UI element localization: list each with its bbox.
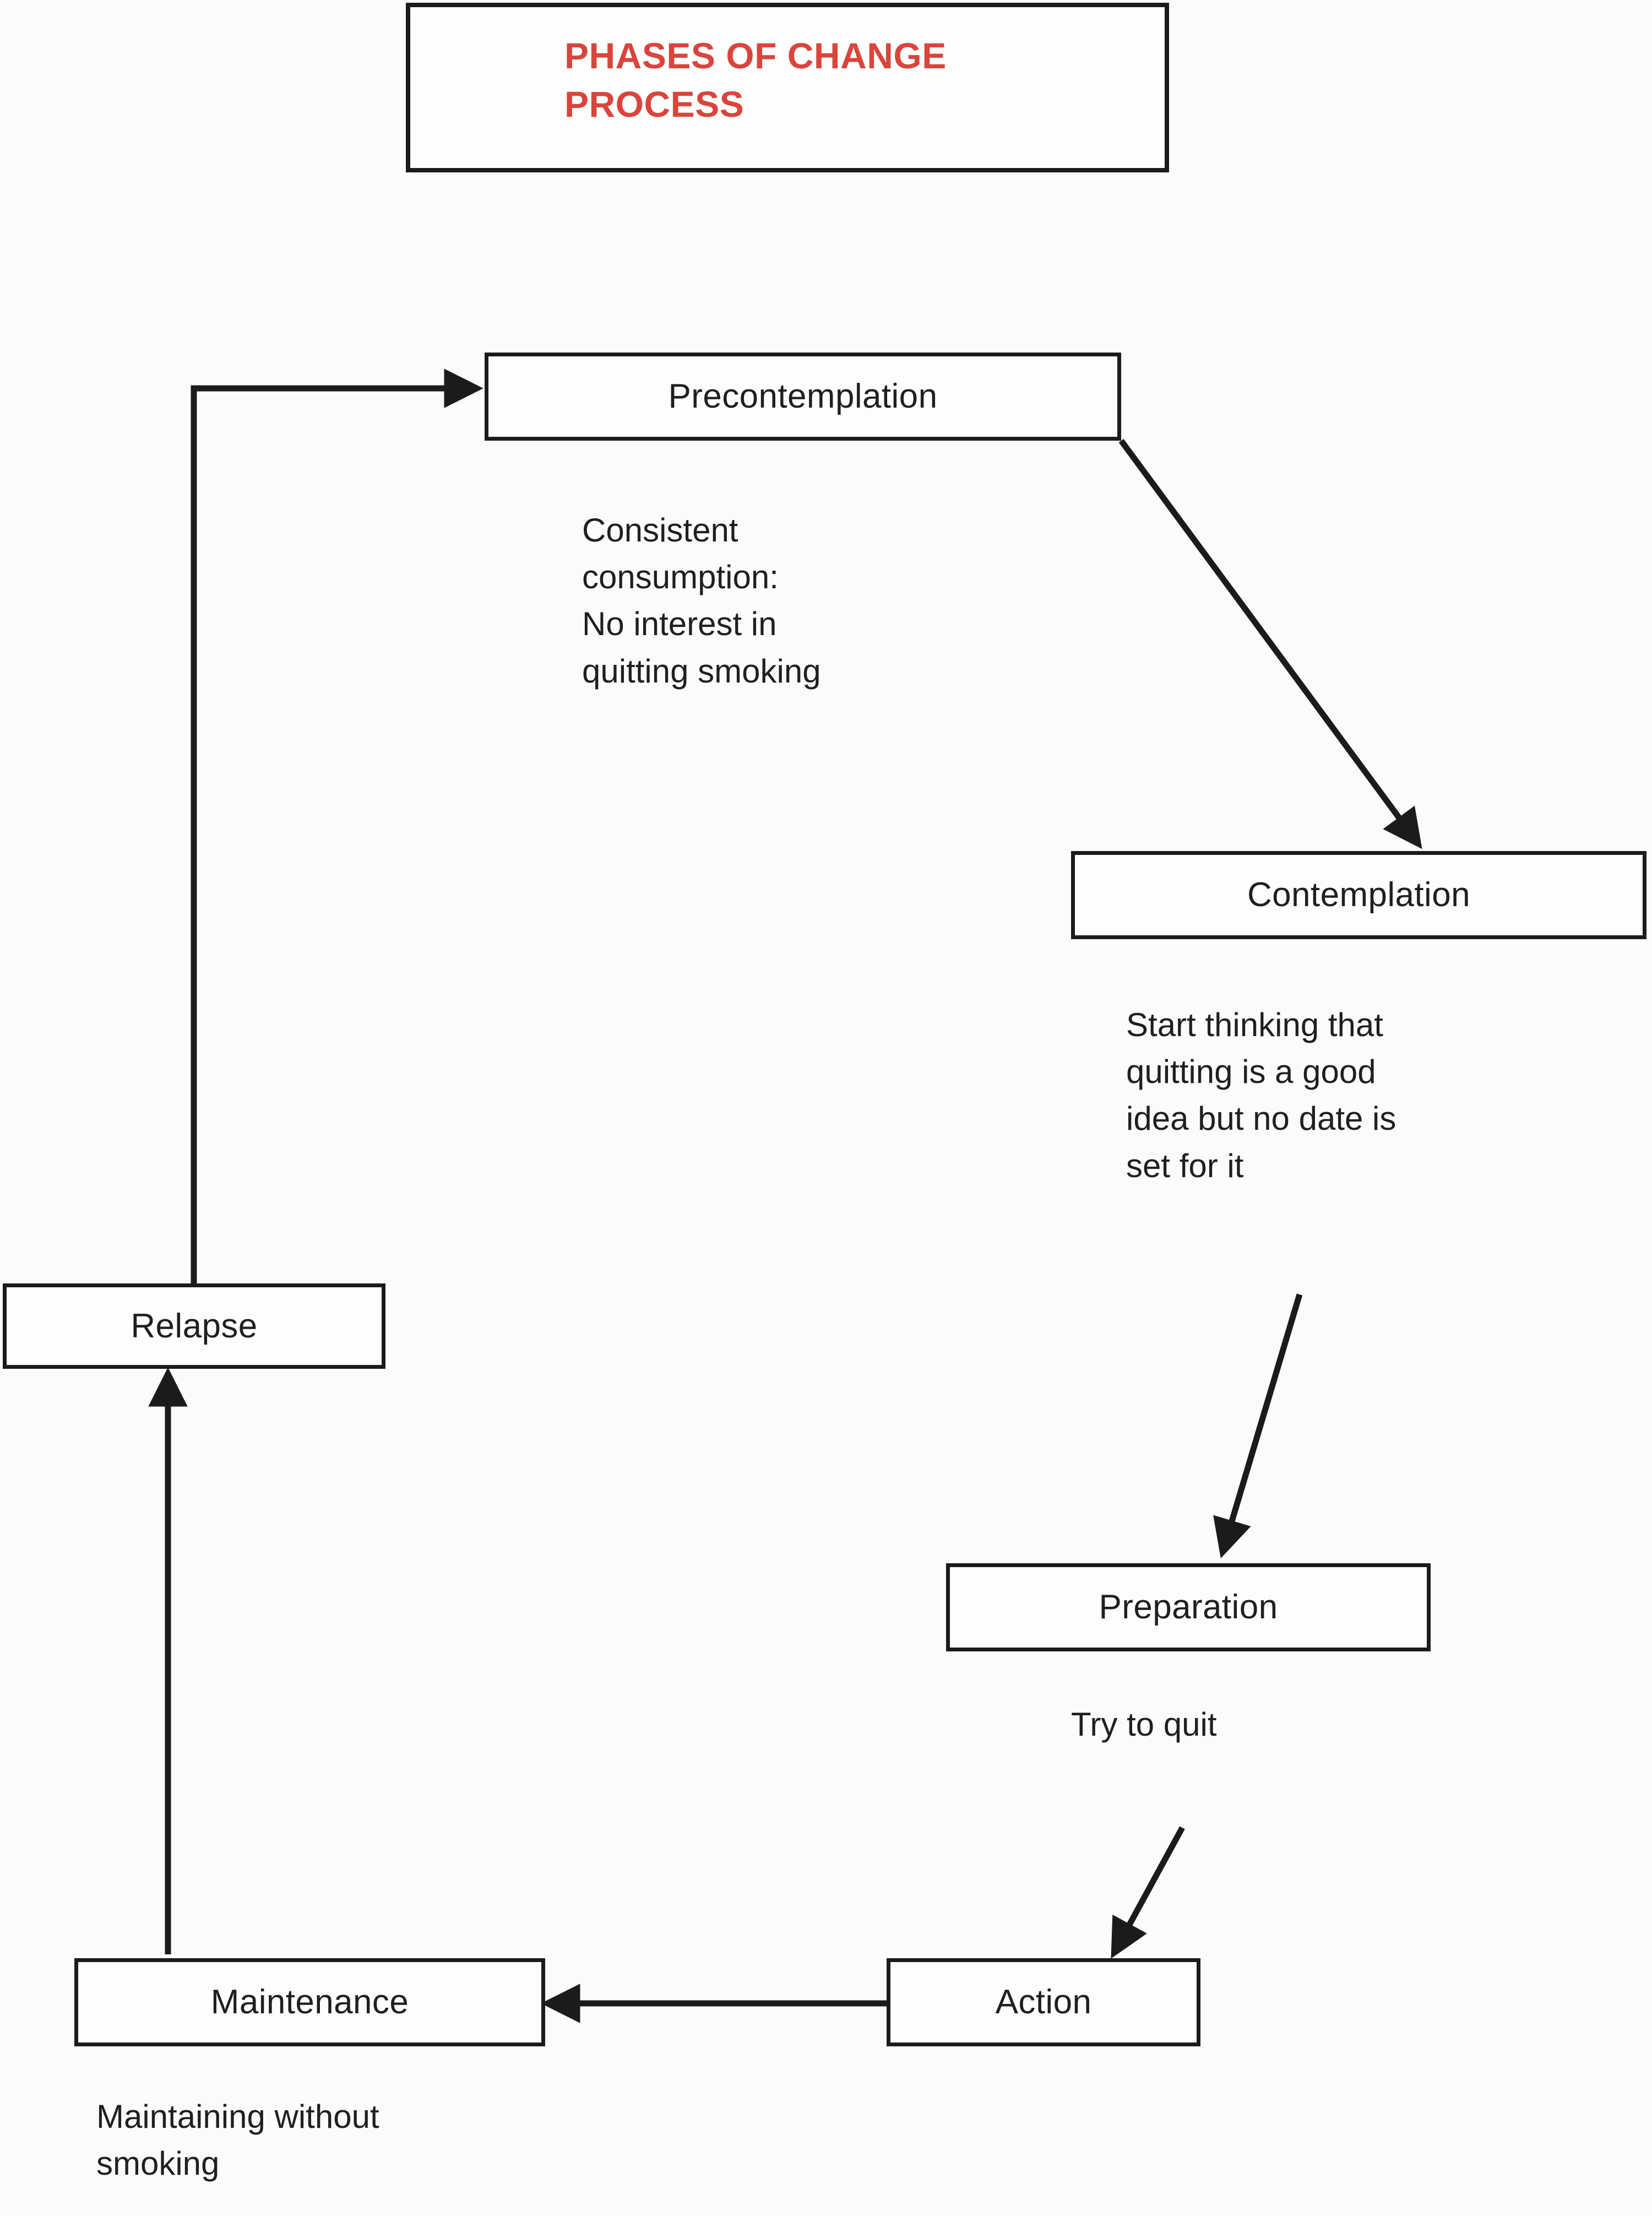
node-maintenance[interactable]: Maintenance [74, 1958, 545, 2046]
precontemplation-caption: Consistent consumption: No interest in q… [582, 512, 821, 690]
node-preparation[interactable]: Preparation [946, 1563, 1431, 1651]
node-preparation-label: Preparation [1099, 1588, 1278, 1626]
node-relapse[interactable]: Relapse [3, 1283, 385, 1369]
edge-preparation-to-action [1111, 1826, 1185, 1959]
node-precontemplation[interactable]: Precontemplation [485, 353, 1121, 441]
contemplation-caption: Start thinking that quitting is a good i… [1126, 1006, 1396, 1184]
node-relapse-label: Relapse [131, 1307, 258, 1345]
diagram-title-box: PHASES OF CHANGE PROCESS [406, 3, 1169, 172]
node-precontemplation-label: Precontemplation [668, 377, 938, 415]
node-contemplation[interactable]: Contemplation [1071, 851, 1646, 939]
node-action-label: Action [995, 1983, 1092, 2021]
node-maintenance-label: Maintenance [210, 1983, 409, 2021]
preparation-to-action-label: Try to quit [1071, 1706, 1217, 1743]
node-action[interactable]: Action [887, 1958, 1200, 2046]
edge-contemplation-to-preparation [1213, 1293, 1303, 1559]
maintenance-caption: Maintaining without smoking [96, 2098, 379, 2182]
edge-relapse-to-precontemplation [191, 369, 483, 1283]
node-contemplation-label: Contemplation [1247, 876, 1470, 914]
edge-precontemplation-to-contemplation [1118, 438, 1422, 849]
page-title: PHASES OF CHANGE PROCESS [564, 35, 947, 125]
